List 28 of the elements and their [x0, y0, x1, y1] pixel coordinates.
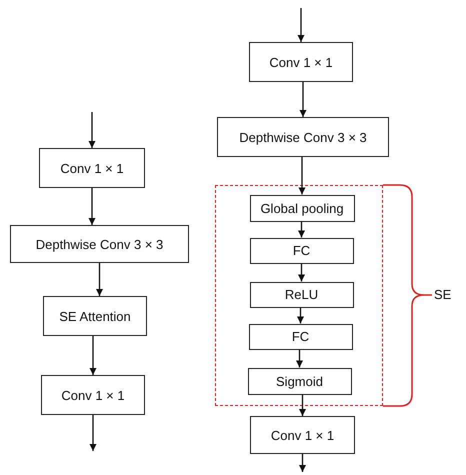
process-box: Sigmoid	[248, 368, 352, 394]
process-box: ReLU	[250, 282, 354, 308]
arrow	[299, 394, 306, 416]
arrow	[298, 157, 306, 194]
process-box: Conv 1 × 1	[41, 375, 145, 415]
process-box: FC	[248, 324, 352, 350]
arrow	[90, 415, 96, 451]
process-box: Conv 1 × 1	[249, 42, 353, 82]
process-box: Global pooling	[250, 194, 354, 222]
arrow	[296, 350, 303, 368]
process-box: SE Attention	[43, 296, 147, 336]
process-box: Conv 1 × 1	[39, 148, 145, 188]
arrow	[88, 188, 96, 225]
arrow	[90, 336, 96, 375]
arrow	[299, 454, 306, 472]
bracket-label: SE	[434, 287, 452, 302]
process-box: FC	[250, 238, 354, 264]
process-box: Depthwise Conv 3 × 3	[10, 225, 189, 263]
arrow	[298, 222, 305, 238]
arrow	[88, 112, 96, 148]
dashed-group-box	[215, 185, 383, 406]
arrow	[298, 8, 304, 42]
arrow	[96, 263, 103, 296]
arrow	[300, 82, 306, 117]
arrow	[297, 308, 304, 324]
process-box: Conv 1 × 1	[250, 416, 355, 454]
arrow	[298, 264, 305, 282]
process-box: Depthwise Conv 3 × 3	[217, 117, 389, 157]
